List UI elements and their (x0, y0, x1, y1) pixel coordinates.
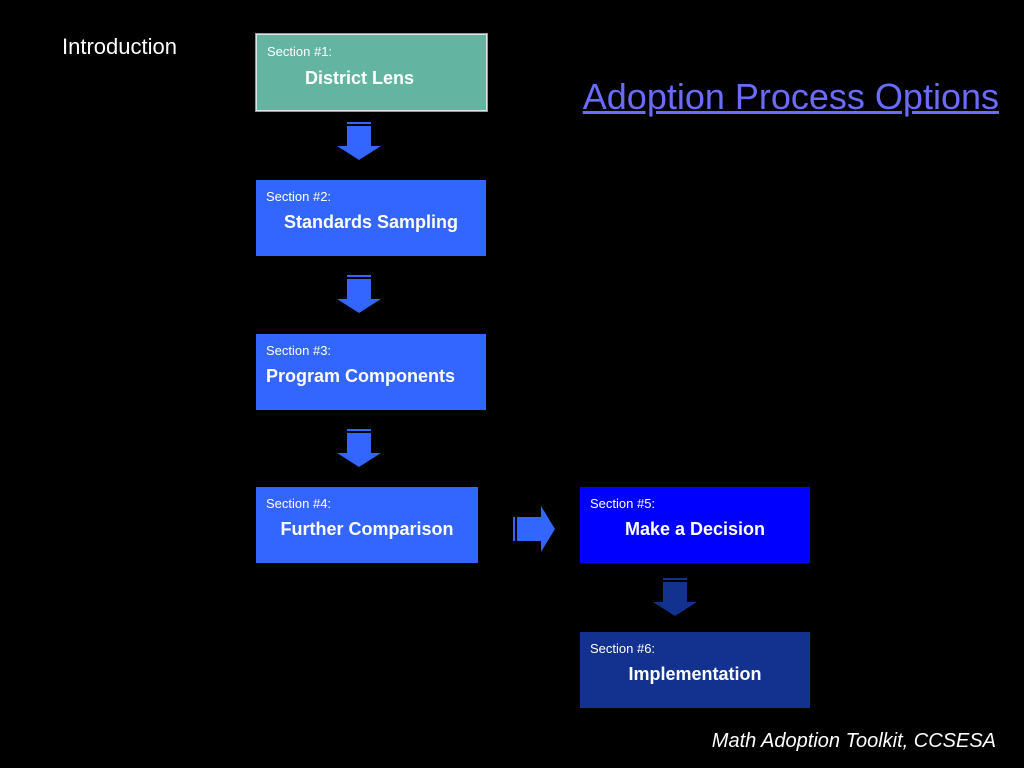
footer-credit: Math Adoption Toolkit, CCSESA (711, 730, 996, 752)
arrow-down-icon (337, 122, 381, 160)
section-1-box[interactable]: Section #1: District Lens (255, 33, 488, 112)
section-4-label: Section #4: (266, 496, 332, 511)
section-4-name: Further Comparison (280, 519, 454, 539)
section-6-label: Section #6: (590, 641, 656, 656)
section-1-name: District Lens (304, 68, 415, 88)
section-5-box[interactable]: Section #5: Make a Decision (580, 487, 810, 563)
section-3-label: Section #3: (266, 343, 332, 358)
section-6-box[interactable]: Section #6: Implementation (580, 632, 810, 708)
section-5-name: Make a Decision (624, 519, 766, 539)
arrow-right-icon (513, 506, 555, 552)
section-3-box[interactable]: Section #3: Program Components (256, 334, 486, 410)
section-4-box[interactable]: Section #4: Further Comparison (256, 487, 478, 563)
arrow-down-icon (337, 275, 381, 313)
section-5-label: Section #5: (590, 496, 656, 511)
arrow-down-icon (337, 429, 381, 467)
section-6-name: Implementation (628, 664, 762, 684)
arrow-down-icon (653, 578, 697, 616)
section-3-name: Program Components (266, 366, 456, 386)
section-2-name: Standards Sampling (283, 212, 459, 232)
section-2-label: Section #2: (266, 189, 332, 204)
section-2-box[interactable]: Section #2: Standards Sampling (256, 180, 486, 256)
slide-title-link[interactable]: Adoption Process Options (582, 76, 999, 117)
section-1-label: Section #1: (267, 44, 333, 59)
introduction-label: Introduction (62, 34, 177, 59)
